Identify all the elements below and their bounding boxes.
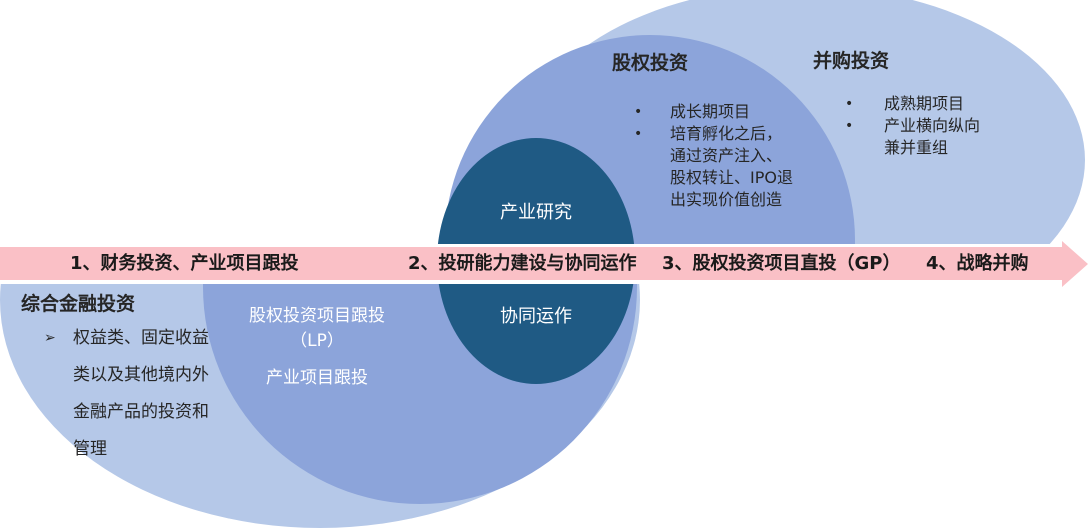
follow-invest-label-line2: （LP）: [290, 331, 344, 351]
comprehensive-finance-bullets: ➢ 权益类、固定收益类以及其他境内外金融产品的投资和管理: [44, 320, 215, 468]
list-item: • 培育孵化之后，通过资产注入、股权转让、IPO退出实现价值创造: [634, 123, 794, 211]
list-item: • 成熟期项目: [845, 93, 986, 115]
top-shape-region: [0, 0, 1090, 244]
comprehensive-finance-title: 综合金融投资: [21, 293, 136, 315]
follow-invest-label-line3: 产业项目跟投: [266, 368, 368, 388]
bottom-shape-region: [0, 284, 1090, 529]
industry-research-label: 产业研究: [500, 202, 572, 223]
equity-investment-bullets: • 成长期项目 • 培育孵化之后，通过资产注入、股权转让、IPO退出实现价值创造: [634, 101, 794, 211]
bullet-text: 培育孵化之后，通过资产注入、股权转让、IPO退出实现价值创造: [670, 124, 793, 209]
stage-2-label: 2、投研能力建设与协同运作: [408, 253, 637, 274]
stage-4-label: 4、战略并购: [926, 253, 1029, 274]
bullet-icon: •: [634, 104, 643, 120]
stage-3-label: 3、股权投资项目直投（GP）: [662, 253, 901, 274]
synergy-operation-label: 协同运作: [500, 306, 572, 327]
bullet-text: 成长期项目: [670, 102, 751, 121]
list-item: ➢ 权益类、固定收益类以及其他境内外金融产品的投资和管理: [44, 320, 215, 468]
stage-arrow-shape: [0, 241, 1088, 287]
ma-investment-title: 并购投资: [813, 50, 890, 72]
equity-investment-title: 股权投资: [612, 52, 689, 74]
stage-arrow: [0, 241, 1088, 287]
bullet-text: 产业横向纵向兼并重组: [884, 116, 981, 157]
bullet-text: 成熟期项目: [884, 94, 965, 113]
bullet-icon: •: [845, 96, 854, 112]
list-item: • 产业横向纵向兼并重组: [845, 115, 986, 159]
stage-1-label: 1、财务投资、产业项目跟投: [70, 253, 299, 274]
bullet-icon: •: [634, 126, 643, 142]
follow-invest-label-line1: 股权投资项目跟投: [249, 306, 385, 326]
ma-investment-bullets: • 成熟期项目 • 产业横向纵向兼并重组: [845, 93, 986, 159]
bullet-text: 权益类、固定收益类以及其他境内外金融产品的投资和管理: [73, 328, 209, 459]
arrow-marker-icon: ➢: [44, 330, 56, 346]
bullet-icon: •: [845, 118, 854, 134]
list-item: • 成长期项目: [634, 101, 794, 123]
